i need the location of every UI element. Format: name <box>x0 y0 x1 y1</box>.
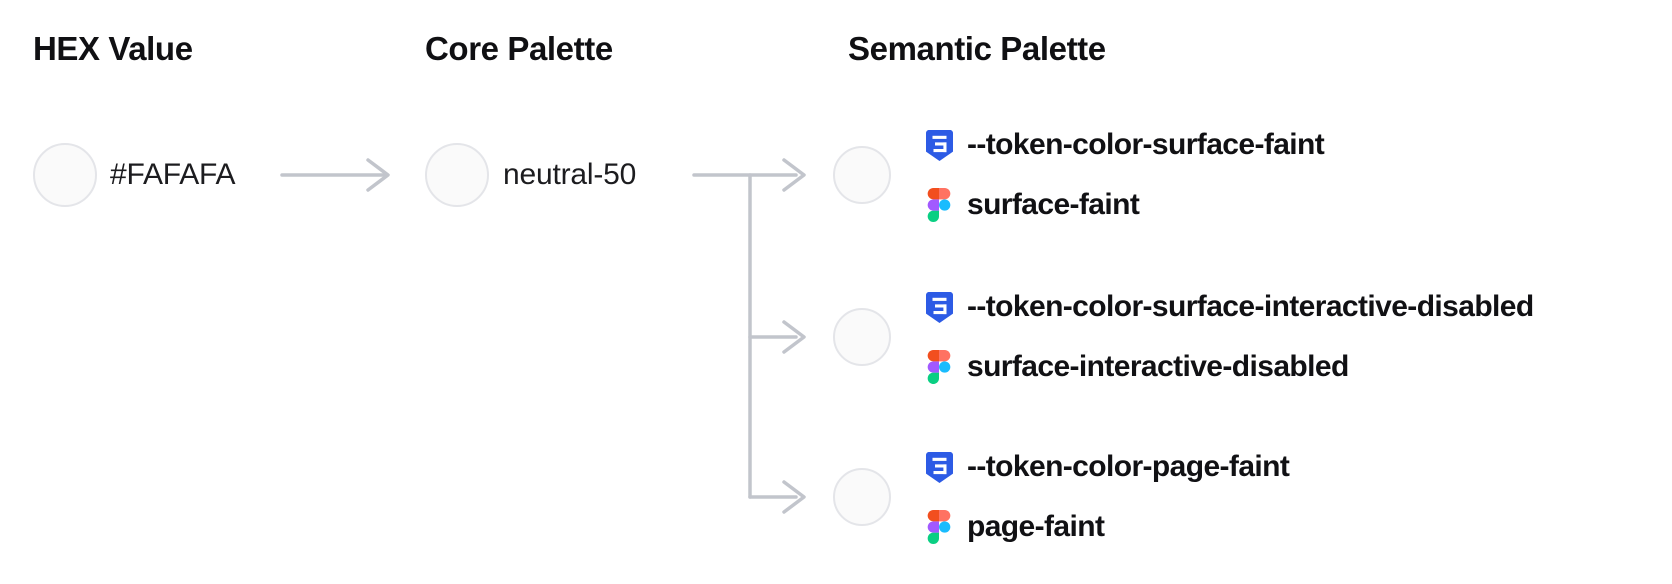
figma-token-line: surface-faint <box>925 185 1324 225</box>
branch-connector <box>692 158 806 514</box>
css-icon <box>925 129 953 161</box>
figma-icon <box>925 510 953 544</box>
semantic-row: --token-color-surface-faint surface-fain… <box>833 125 1325 225</box>
semantic-swatch <box>833 146 891 204</box>
figma-icon <box>925 350 953 384</box>
semantic-token-lines: --token-color-page-faint page-faint <box>925 447 1290 547</box>
semantic-row: --token-color-surface-interactive-disabl… <box>833 287 1534 387</box>
semantic-token-lines: --token-color-surface-faint surface-fain… <box>925 125 1325 225</box>
core-name: neutral-50 <box>503 158 637 191</box>
core-swatch <box>425 143 489 207</box>
arrow-right-icon <box>280 158 390 192</box>
semantic-swatch <box>833 308 891 366</box>
figma-token-line: page-faint <box>925 507 1289 547</box>
css-token-line: --token-color-surface-interactive-disabl… <box>925 287 1534 327</box>
css-icon <box>925 451 953 483</box>
css-token-name: --token-color-page-faint <box>967 450 1290 483</box>
figma-token-name: page-faint <box>967 510 1105 543</box>
css-token-line: --token-color-page-faint <box>925 447 1290 487</box>
figma-token-name: surface-interactive-disabled <box>967 350 1349 383</box>
hex-value: #FAFAFA <box>110 158 236 191</box>
css-icon <box>925 291 953 323</box>
semantic-token-lines: --token-color-surface-interactive-disabl… <box>925 287 1534 387</box>
semantic-row: --token-color-page-faint page-faint <box>833 447 1290 547</box>
figma-token-name: surface-faint <box>967 188 1140 221</box>
css-token-line: --token-color-surface-faint <box>925 125 1325 165</box>
column-heading-core: Core Palette <box>425 30 613 67</box>
semantic-swatch <box>833 468 891 526</box>
figma-token-line: surface-interactive-disabled <box>925 347 1534 387</box>
column-heading-semantic: Semantic Palette <box>848 30 1106 67</box>
column-heading-hex: HEX Value <box>33 30 193 67</box>
figma-icon <box>925 188 953 222</box>
hex-swatch <box>33 143 97 207</box>
css-token-name: --token-color-surface-interactive-disabl… <box>967 290 1534 323</box>
css-token-name: --token-color-surface-faint <box>967 128 1325 161</box>
